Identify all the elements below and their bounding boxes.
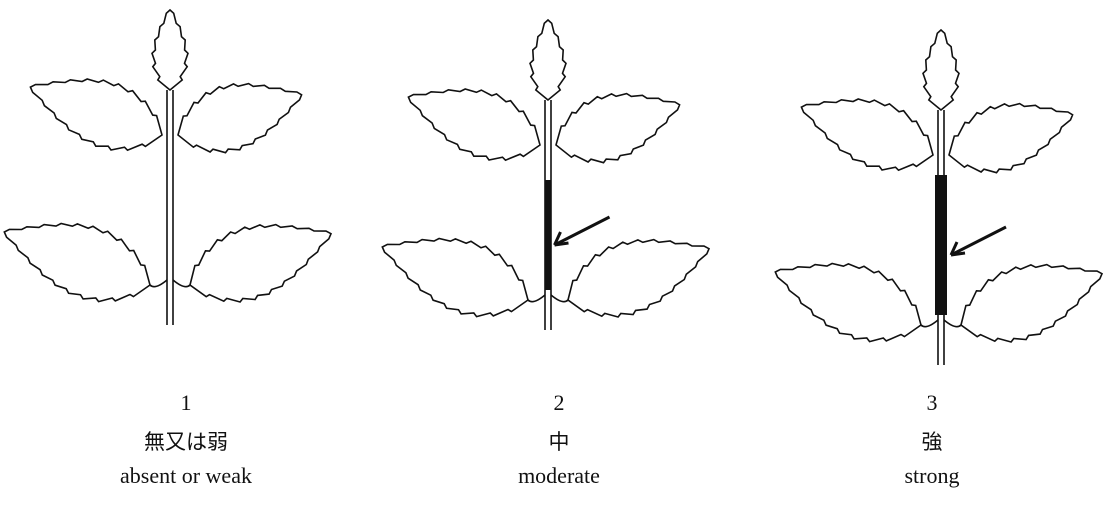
panel-3-number: 3 xyxy=(926,390,938,415)
arrow-icon xyxy=(553,215,611,247)
panel-3-label-en: strong xyxy=(904,463,960,488)
branch-left xyxy=(920,319,939,328)
terminal-leaflet xyxy=(529,18,567,102)
branch-right xyxy=(172,279,191,288)
arrow-head-icon xyxy=(949,241,966,257)
terminal-leaflet xyxy=(922,28,960,112)
upper-right-leaflet xyxy=(177,82,303,154)
upper-left-leaflet xyxy=(800,98,934,172)
panel-1-number: 1 xyxy=(180,390,192,415)
panel-2-label-en: moderate xyxy=(518,463,600,488)
lower-left-leaflet xyxy=(3,222,151,303)
panel-3-label-ja: 強 xyxy=(921,430,943,454)
panel-1-label-en: absent or weak xyxy=(120,463,252,488)
panel-1-label-ja: 無又は弱 xyxy=(144,430,228,454)
upper-right-leaflet xyxy=(948,102,1074,174)
arrow-head-icon xyxy=(553,231,569,247)
leaf-illustration-1 xyxy=(3,8,333,325)
arrow-icon xyxy=(950,225,1007,257)
anthocyanin-coloration xyxy=(545,180,551,290)
terminal-leaflet xyxy=(151,8,189,92)
lower-right-leaflet xyxy=(567,238,711,318)
branch-left xyxy=(149,279,168,288)
panel-1: 1 無又は弱 absent or weak xyxy=(0,0,372,507)
lower-right-leaflet xyxy=(189,223,333,303)
lower-right-leaflet xyxy=(960,263,1104,343)
lower-left-leaflet xyxy=(774,262,922,343)
panel-2-number: 2 xyxy=(553,390,565,415)
branch-right xyxy=(550,294,569,303)
branch-left xyxy=(527,294,546,303)
leaf-illustration-3 xyxy=(774,28,1104,365)
upper-left-leaflet xyxy=(407,88,541,162)
anthocyanin-coloration xyxy=(935,175,947,315)
lower-left-leaflet xyxy=(381,237,529,318)
branch-right xyxy=(943,319,962,328)
upper-right-leaflet xyxy=(555,92,681,164)
panel-2: 2 中 moderate xyxy=(373,0,745,507)
panel-2-label-ja: 中 xyxy=(548,430,570,454)
panel-3: 3 強 strong xyxy=(746,0,1118,507)
leaf-illustration-2 xyxy=(381,18,711,330)
upper-left-leaflet xyxy=(29,78,163,152)
